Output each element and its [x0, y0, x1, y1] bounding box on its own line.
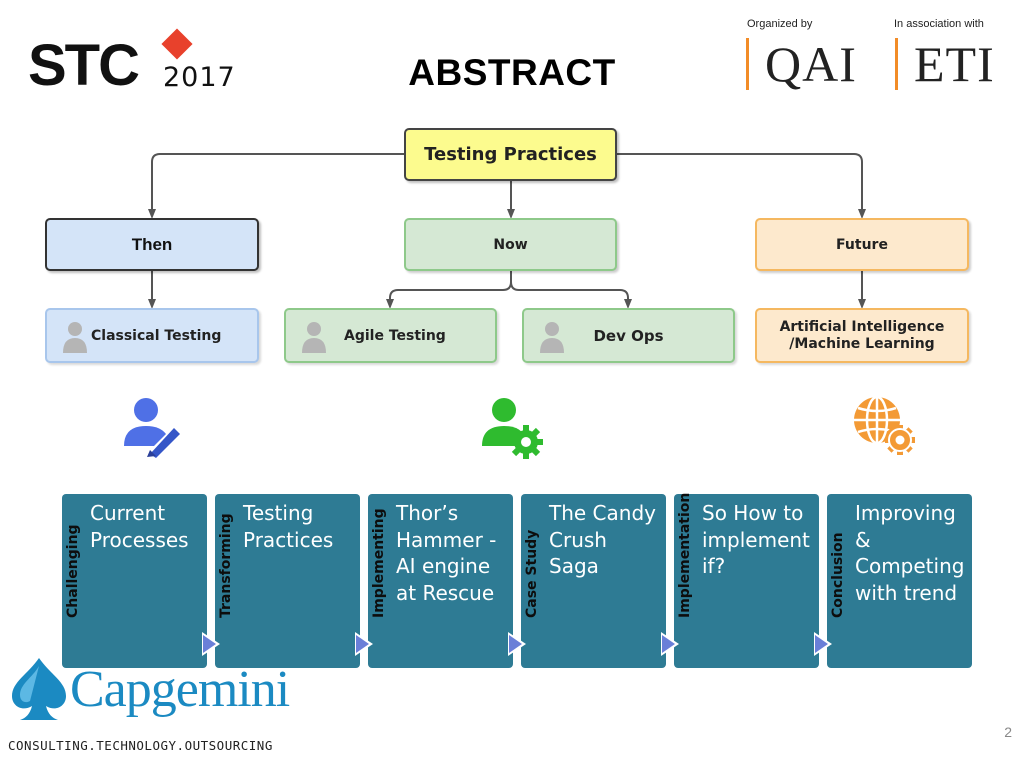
step-text: Thor’s Hammer - AI engine at Rescue [396, 501, 497, 605]
era-node-future: Future [755, 218, 969, 271]
organizer-logo: Organized by QAI [745, 16, 875, 96]
page-title: ABSTRACT [408, 52, 616, 93]
spade-icon [12, 658, 66, 720]
process-step-implementation: Implementation So How to implement if? [674, 492, 819, 668]
step-side-label: Conclusion [830, 532, 846, 618]
child-node-ai-ml: Artificial Intelligence /Machine Learnin… [755, 308, 969, 363]
step-arrow-icon [355, 632, 373, 656]
stc-logo-word: STC [28, 33, 140, 98]
step-arrow-icon [661, 632, 679, 656]
step-side-label: Transforming [218, 513, 234, 618]
step-text: Testing Practices [243, 501, 334, 552]
step-arrow-icon [508, 632, 526, 656]
capgemini-logo: Capgemini CONSULTING.TECHNOLOGY.OUTSOURC… [6, 652, 290, 762]
user-icon [540, 322, 564, 353]
process-step-challenging: Challenging Current Processes [62, 494, 207, 668]
child-label: Classical Testing [91, 327, 222, 344]
association-name: ETI [914, 36, 995, 92]
process-step-case-study: Case Study The Candy Crush Saga [521, 494, 666, 668]
organizer-caption: Organized by [747, 18, 813, 30]
user-icon [63, 322, 87, 353]
user-gear-icon [482, 398, 543, 459]
stc-logo-year: 2017 [163, 62, 236, 93]
step-text: Improving & Competing with trend [855, 501, 965, 605]
step-text: So How to implement if? [702, 501, 810, 578]
process-step-transforming: Transforming Testing Practices [215, 494, 360, 668]
globe-gear-icon [854, 395, 915, 455]
child-node-agile-testing: Agile Testing [284, 308, 497, 363]
step-side-label: Implementation [677, 492, 693, 618]
era-label: Now [493, 236, 528, 253]
user-icon [302, 322, 326, 353]
child-label: Artificial Intelligence /Machine Learnin… [779, 318, 945, 352]
user-pen-icon [124, 398, 180, 458]
association-caption: In association with [894, 18, 984, 30]
capgemini-wordmark: Capgemini [70, 661, 290, 718]
organizer-name: QAI [765, 36, 857, 92]
era-node-now: Now [404, 218, 617, 271]
root-node: Testing Practices [404, 128, 617, 181]
child-node-classical-testing: Classical Testing [45, 308, 259, 363]
process-step-implementing: Implementing Thor’s Hammer - AI engine a… [368, 494, 513, 668]
era-node-then: Then [45, 218, 259, 271]
logo-divider [746, 38, 749, 90]
child-label: Dev Ops [593, 326, 664, 345]
root-node-label: Testing Practices [424, 144, 597, 165]
era-label: Future [836, 236, 888, 253]
association-logo: In association with ETI [892, 16, 1017, 96]
child-node-dev-ops: Dev Ops [522, 308, 735, 363]
capgemini-tagline: CONSULTING.TECHNOLOGY.OUTSOURCING [8, 738, 273, 753]
step-arrow-icon [202, 632, 220, 656]
logo-divider [895, 38, 898, 90]
child-label: Agile Testing [344, 327, 446, 344]
diagram-connectors [148, 153, 866, 309]
step-side-label: Challenging [65, 524, 81, 618]
step-text: Current Processes [90, 501, 189, 552]
step-side-label: Case Study [524, 529, 540, 618]
page-number: 2 [1004, 724, 1012, 740]
step-side-label: Implementing [371, 508, 387, 618]
era-label: Then [131, 234, 173, 254]
process-step-conclusion: Conclusion Improving & Competing with tr… [827, 494, 972, 668]
step-text: The Candy Crush Saga [549, 501, 656, 578]
step-arrow-icon [814, 632, 832, 656]
